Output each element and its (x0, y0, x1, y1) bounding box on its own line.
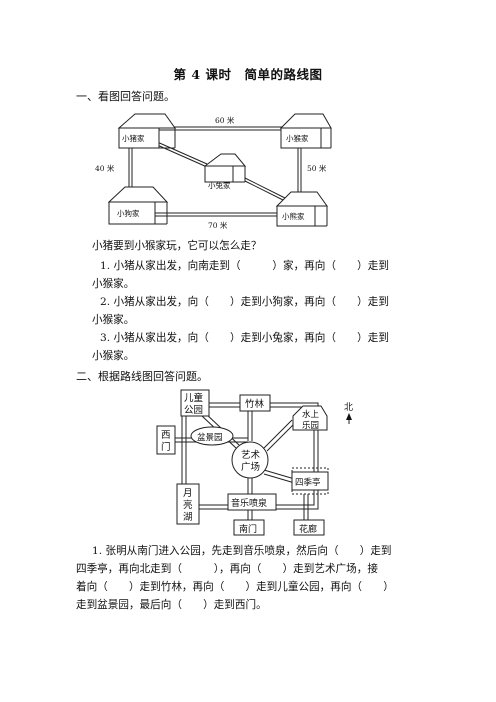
pig-house (117, 113, 176, 149)
q3-line-2: 小猴家。 (92, 350, 135, 362)
label-water-park-1: 水上 (302, 409, 320, 420)
label-bear-house: 小熊家 (282, 211, 305, 221)
park-route-map: 儿童 公园 竹林 水上 乐园 北 西 门 盆景园 艺术 广场 四季亭 月 亮 湖… (156, 389, 353, 536)
label-dog-house: 小狗家 (117, 208, 140, 218)
p-line-2: 四季亭，再向北走到（ ），再向（ ）走到艺术广场，接 (76, 563, 378, 575)
monkey-house (279, 113, 332, 149)
rabbit-house (203, 153, 247, 183)
flower-corridor-box (293, 519, 325, 536)
q2-line-2: 小猴家。 (92, 314, 135, 326)
page-title: 第 4 课时 简单的路线图 (173, 67, 323, 82)
label-distance-bottom: 70 米 (208, 220, 228, 230)
label-west-gate-2: 门 (161, 441, 171, 453)
p-line-3: 着向（ ）走到竹林，再向（ ）走到儿童公园，再向（ ） (76, 581, 394, 593)
label-art-square-1: 艺术 (241, 449, 261, 461)
moon-lake-box (176, 483, 200, 525)
label-distance-right: 50 米 (307, 163, 327, 173)
label-pig-house: 小猪家 (122, 133, 145, 143)
children-park-box (180, 389, 210, 417)
label-children-park-2: 公园 (184, 405, 203, 416)
label-moon-lake-2: 亮 (183, 499, 193, 511)
p-line-1: 1. 张明从南门进入公园，先走到音乐喷泉，然后向（ ）走到 (92, 545, 392, 557)
label-monkey-house: 小猴家 (286, 133, 309, 143)
q1-line-2: 小猴家。 (92, 278, 135, 290)
label-bonsai: 盆景园 (197, 432, 223, 443)
south-gate-box (233, 519, 265, 536)
label-flower-corridor: 花廊 (299, 523, 317, 535)
label-distance-left: 40 米 (95, 163, 115, 173)
road-right (297, 148, 302, 194)
label-south-gate: 南门 (239, 523, 257, 535)
label-art-square-2: 广场 (241, 461, 260, 473)
section-1-heading: 一、看图回答问题。 (76, 90, 175, 103)
road-top (155, 126, 283, 131)
label-west-gate-1: 西 (161, 430, 171, 441)
label-children-park-1: 儿童 (184, 392, 204, 404)
road-bottom (155, 212, 277, 217)
section-2-heading: 二、根据路线图回答问题。 (76, 370, 208, 383)
label-pavilion: 四季亭 (295, 477, 321, 488)
question-text: 小猪要到小猴家玩，它可以怎么走？ (92, 240, 262, 252)
q2-line-1: 2. 小猪从家出发，向（ ）走到小狗家，再向（ ）走到 (100, 296, 389, 308)
label-north: 北 (344, 402, 353, 413)
label-fountain: 音乐喷泉 (231, 497, 267, 509)
west-gate-box (156, 425, 176, 455)
road-left (128, 148, 133, 188)
label-distance-top: 60 米 (215, 115, 235, 125)
fountain-box (227, 493, 277, 511)
road-pig-rabbit (154, 140, 208, 168)
north-arrow-icon (346, 413, 352, 420)
road-rabbit-monkey (244, 177, 286, 202)
bonsai-ellipse (190, 426, 234, 446)
art-square-circle (231, 441, 269, 479)
label-water-park-2: 乐园 (302, 420, 319, 431)
q1-line-1: 1. 小猪从家出发，向南走到（ ）家，再向（ ）走到 (100, 260, 389, 272)
label-rabbit-house: 小兔家 (208, 180, 231, 190)
bear-house (275, 191, 328, 227)
p-line-4: 走到盆景园，最后向（ ）走到西门。 (76, 599, 267, 611)
water-park-box (292, 405, 328, 431)
house-route-map: 小猪家 小猴家 小兔家 小狗家 小熊家 60 米 40 米 50 米 70 米 (95, 113, 332, 230)
label-bamboo: 竹林 (245, 398, 265, 410)
bamboo-box (239, 394, 271, 412)
label-moon-lake-3: 湖 (183, 512, 193, 523)
label-moon-lake-1: 月 (183, 488, 193, 499)
dog-house (107, 186, 169, 225)
q3-line-1: 3. 小猪从家出发，向（ ）走到小兔家，再向（ ）走到 (100, 332, 389, 344)
